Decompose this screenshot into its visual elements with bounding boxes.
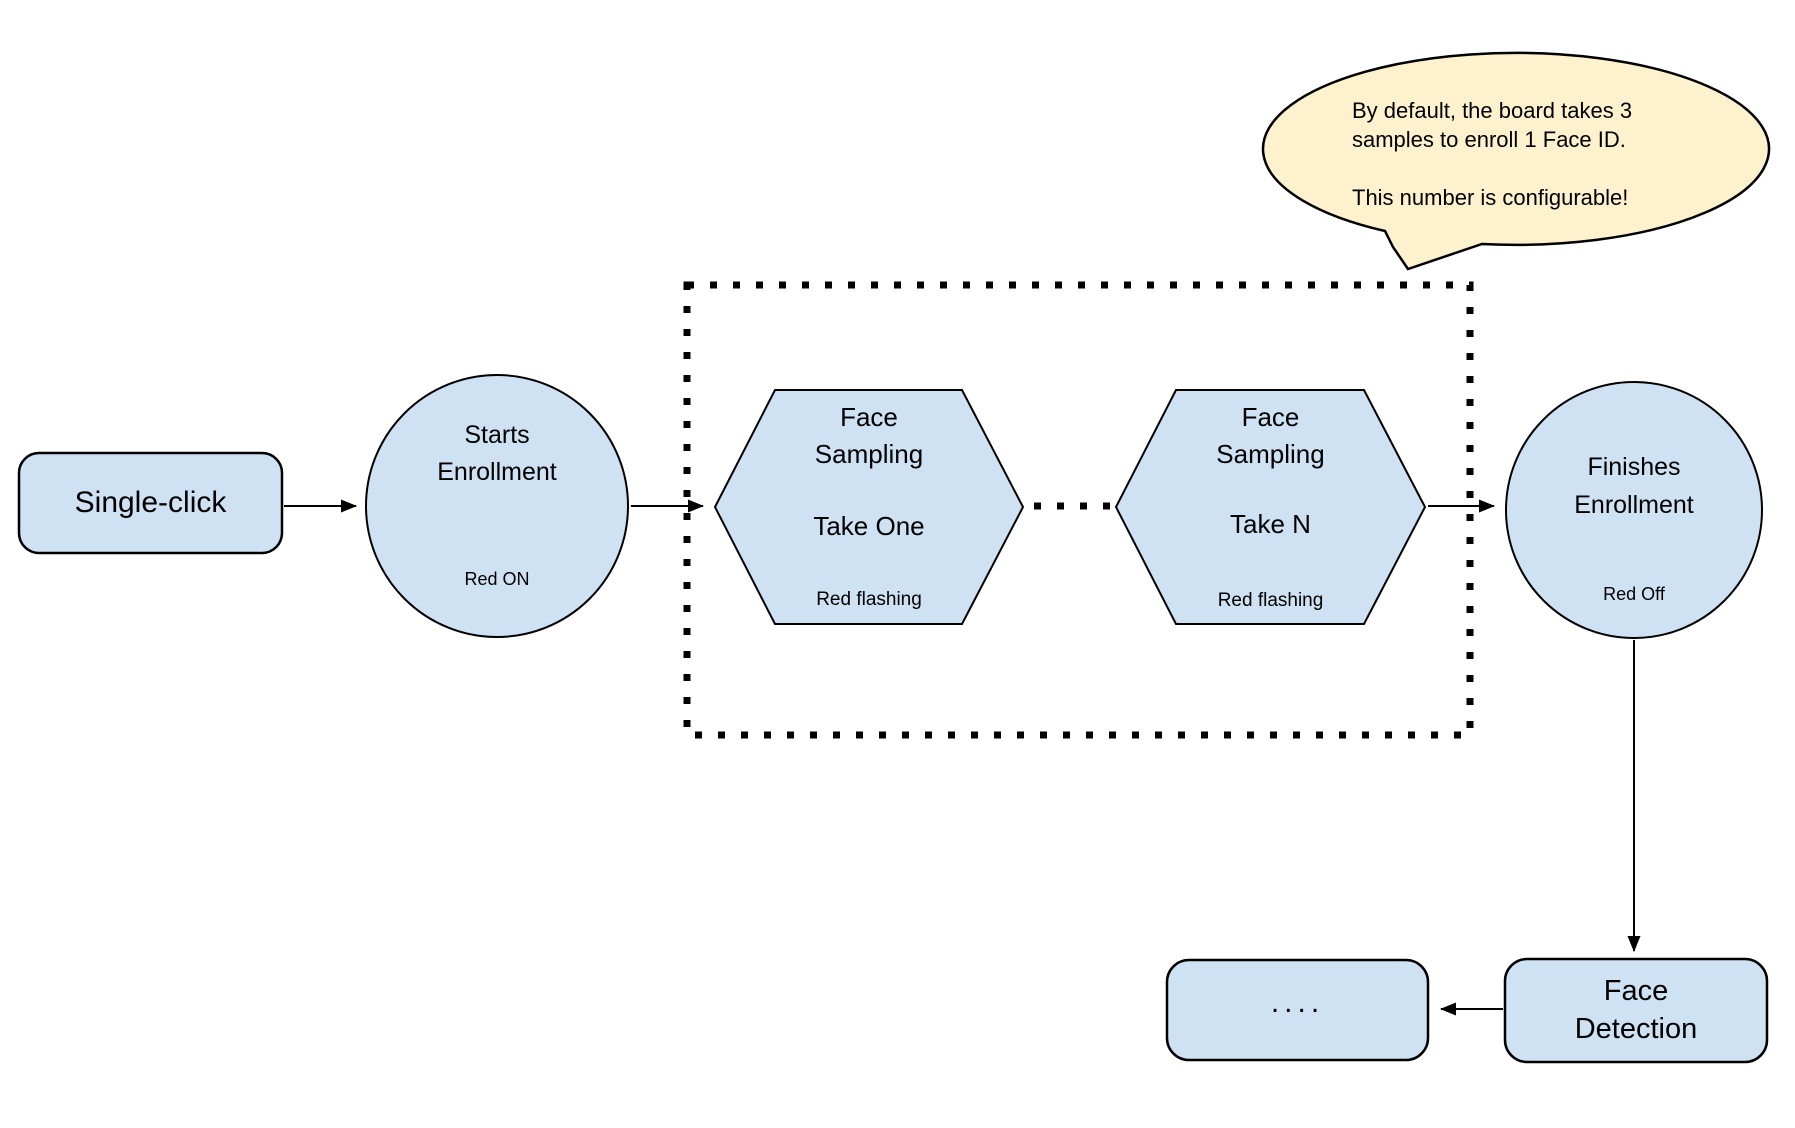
face-detection-node: [1503, 957, 1769, 1064]
callout-bubble: [1261, 51, 1771, 271]
face-sampling-n-node: [1114, 389, 1427, 625]
starts-enrollment-status: Red ON: [464, 569, 530, 589]
face-sampling-one-label: Face Sampling: [814, 402, 924, 469]
finishes-enrollment-label: Finishes Enrollment: [1574, 453, 1694, 519]
finishes-enrollment-status: Red Off: [1603, 584, 1665, 604]
sampling-group-dotted-border: [683, 281, 1474, 739]
face-sampling-one-status: Red flashing: [816, 589, 922, 610]
face-sampling-one-node: [713, 389, 1025, 625]
face-detection-label: Face Detection: [1574, 975, 1698, 1045]
face-sampling-n-take-label: Take N: [1230, 509, 1311, 539]
continuation-node: [1165, 958, 1430, 1062]
starts-enrollment-node: [365, 374, 629, 638]
starts-enrollment-label: Starts Enrollment: [437, 421, 557, 486]
continuation-label: ....: [1270, 986, 1325, 1019]
finishes-enrollment-node: [1505, 381, 1763, 639]
face-sampling-n-status: Red flashing: [1217, 590, 1324, 611]
callout-text: By default, the board takes 3 samples to…: [1352, 98, 1633, 210]
single-click-node: [17, 451, 284, 555]
face-sampling-n-label: Face Sampling: [1216, 402, 1325, 469]
single-click-label: Single-click: [74, 486, 227, 519]
face-sampling-one-take-label: Take One: [813, 511, 925, 541]
